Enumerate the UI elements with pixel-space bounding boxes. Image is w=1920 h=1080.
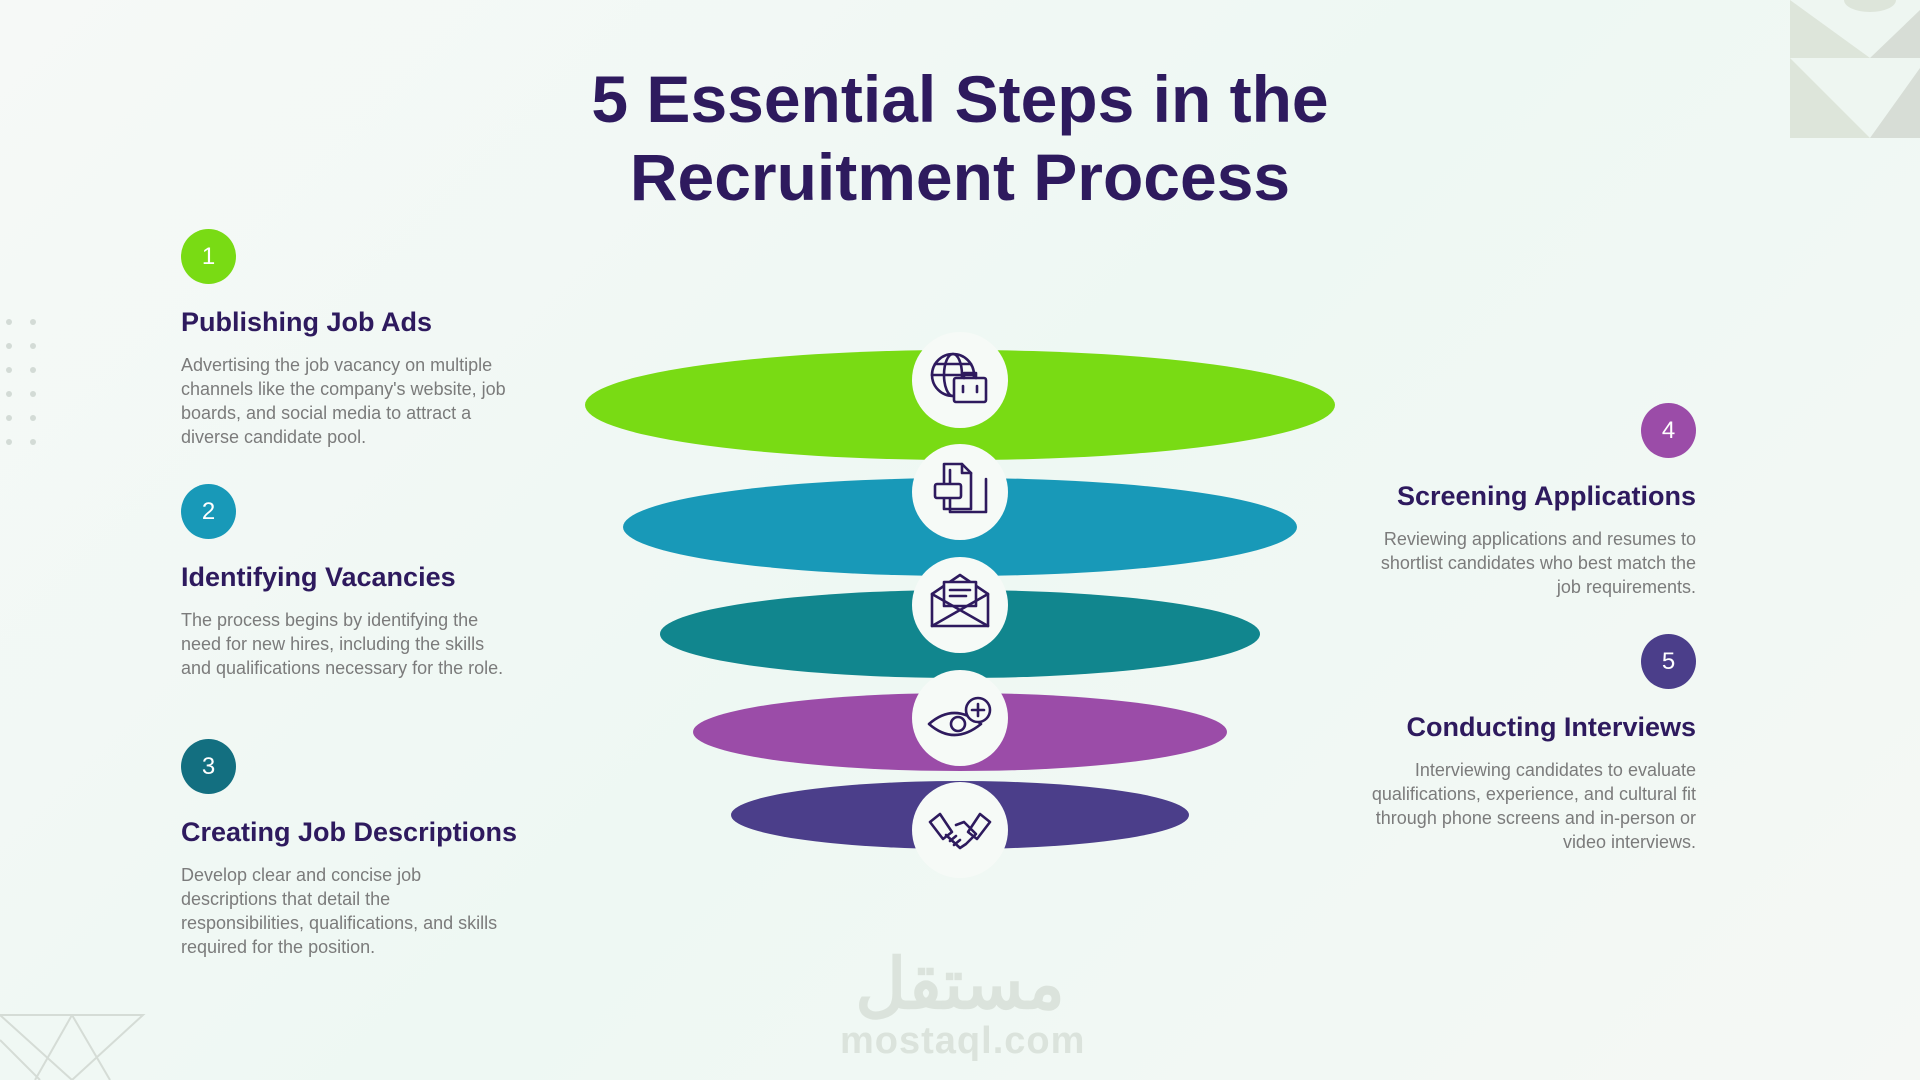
page-title: 5 Essential Steps in the Recruitment Pro…: [0, 60, 1920, 216]
step-number-badge: 4: [1641, 403, 1696, 458]
pdf-document-icon: [933, 462, 988, 514]
step-number-badge: 3: [181, 739, 236, 794]
globe-briefcase-icon: [930, 352, 988, 404]
step-heading: Screening Applications: [1396, 481, 1696, 511]
step-heading: Publishing Job Ads: [181, 307, 433, 337]
eye-plus-icon: [927, 696, 992, 737]
step-description: Advertising the job vacancy on multiple …: [181, 355, 506, 447]
step-number-badge: 5: [1641, 634, 1696, 689]
step-description: Interviewing candidates to evaluate qual…: [1371, 760, 1696, 852]
bottom-left-pattern: [0, 1014, 146, 1080]
step-description: Reviewing applications and resumes to sh…: [1380, 529, 1696, 597]
step-heading: Conducting Interviews: [1406, 712, 1696, 742]
watermark-latin: mostaql.com: [840, 1020, 1086, 1062]
open-envelope-icon: [930, 573, 990, 628]
watermark-arabic: مستقل: [855, 945, 1065, 1023]
step-number-badge: 2: [181, 484, 236, 539]
step-description: The process begins by identifying the ne…: [181, 610, 504, 678]
title-line-2: Recruitment Process: [629, 140, 1291, 214]
step-heading: Identifying Vacancies: [181, 562, 456, 592]
step-heading: Creating Job Descriptions: [181, 817, 518, 847]
mostaql-watermark: مستقل mostaql.com: [840, 945, 1086, 1063]
step-description: Develop clear and concise job descriptio…: [181, 865, 498, 957]
step-number-badge: 1: [181, 229, 236, 284]
handshake-icon: [928, 812, 992, 850]
top-right-pattern: [1790, 0, 1920, 138]
title-line-1: 5 Essential Steps in the: [591, 62, 1329, 136]
